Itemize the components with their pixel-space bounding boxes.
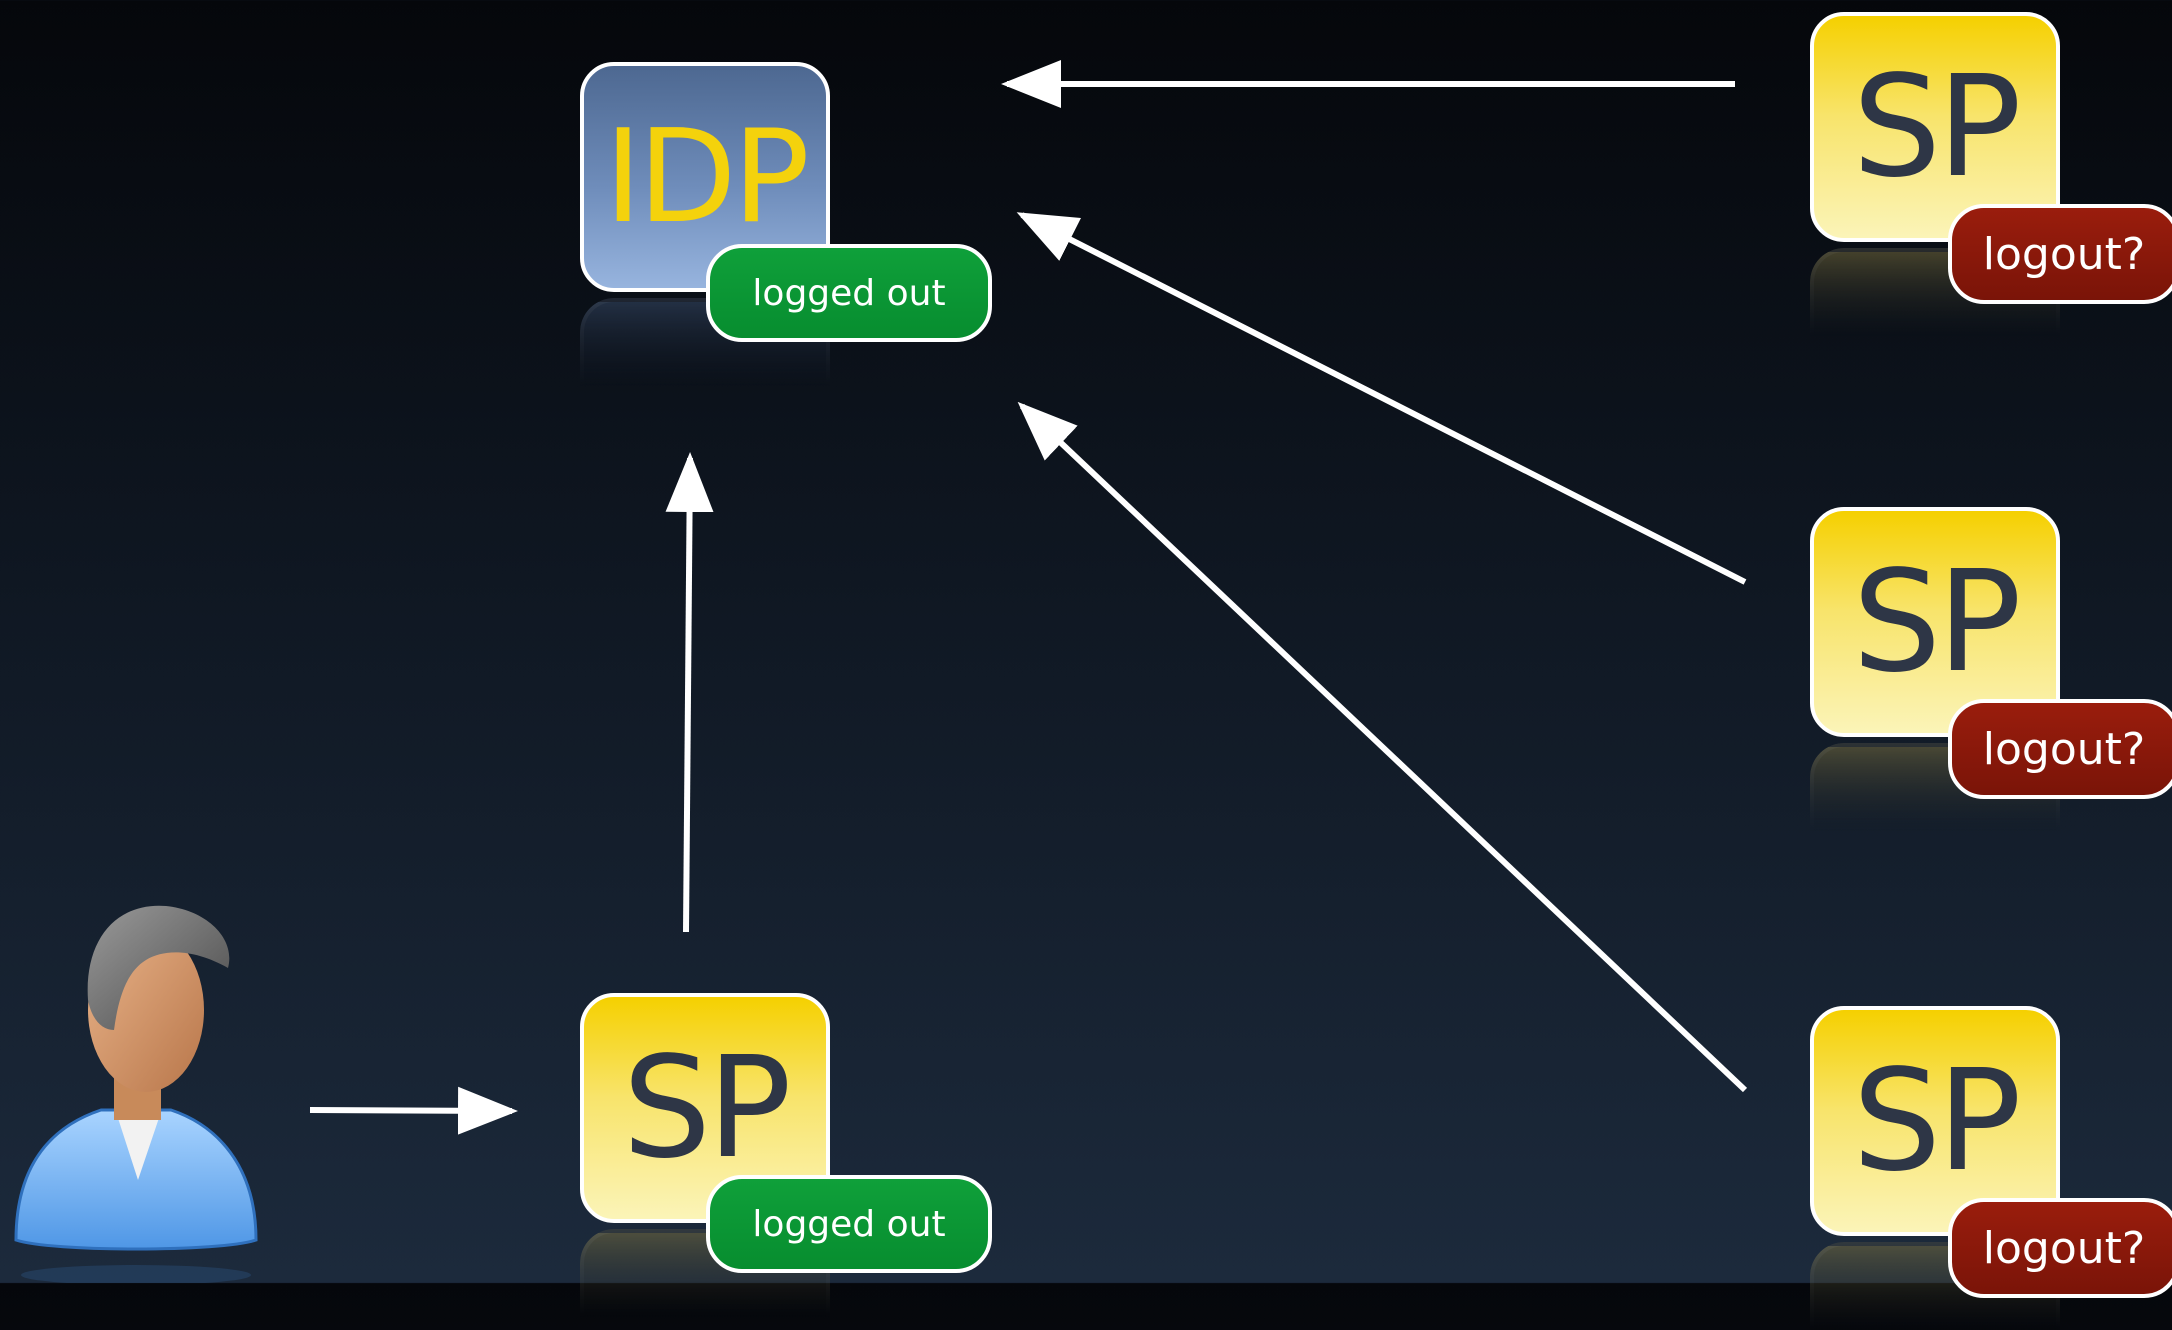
arrow-sp-remote-3-to-idp xyxy=(1017,401,1748,1093)
sp-remote-status-text: logout? xyxy=(1982,228,2146,280)
user-icon xyxy=(14,905,258,1283)
sp-remote-label: SP xyxy=(1852,1039,2021,1203)
sp-remote-label: SP xyxy=(1852,45,2021,209)
sp-remote-node-3: SP logout? xyxy=(1810,1006,2172,1330)
sp-remote-status-badge: logout? xyxy=(1948,1198,2172,1298)
sp-remote-node-2: SP logout? xyxy=(1810,507,2172,831)
idp-status-badge: logged out xyxy=(706,244,992,342)
sp-remote-status-text: logout? xyxy=(1982,1222,2146,1274)
sp-remote-tile: SP xyxy=(1810,507,2060,737)
sp-local-status-badge: logged out xyxy=(706,1175,992,1273)
idp-node: IDP logged out xyxy=(580,62,992,386)
sp-remote-tile: SP xyxy=(1810,12,2060,242)
arrow-sp-to-idp xyxy=(665,452,714,933)
arrow-sp-remote-2-to-idp xyxy=(1016,212,1747,585)
flow-arrows xyxy=(309,60,1748,1135)
idp-label: IDP xyxy=(604,102,809,252)
sp-remote-status-badge: logout? xyxy=(1948,699,2172,799)
sp-remote-status-badge: logout? xyxy=(1948,204,2172,304)
sp-local-node: SP logged out xyxy=(580,993,992,1317)
sp-remote-tile: SP xyxy=(1810,1006,2060,1236)
sp-local-status-text: logged out xyxy=(752,1203,946,1245)
sp-remote-node-1: SP logout? xyxy=(1810,12,2172,336)
idp-status-text: logged out xyxy=(752,272,946,314)
arrow-user-to-sp xyxy=(309,1086,518,1135)
sp-local-label: SP xyxy=(622,1026,791,1190)
sp-remote-label: SP xyxy=(1852,540,2021,704)
sp-remote-status-text: logout? xyxy=(1982,723,2146,775)
